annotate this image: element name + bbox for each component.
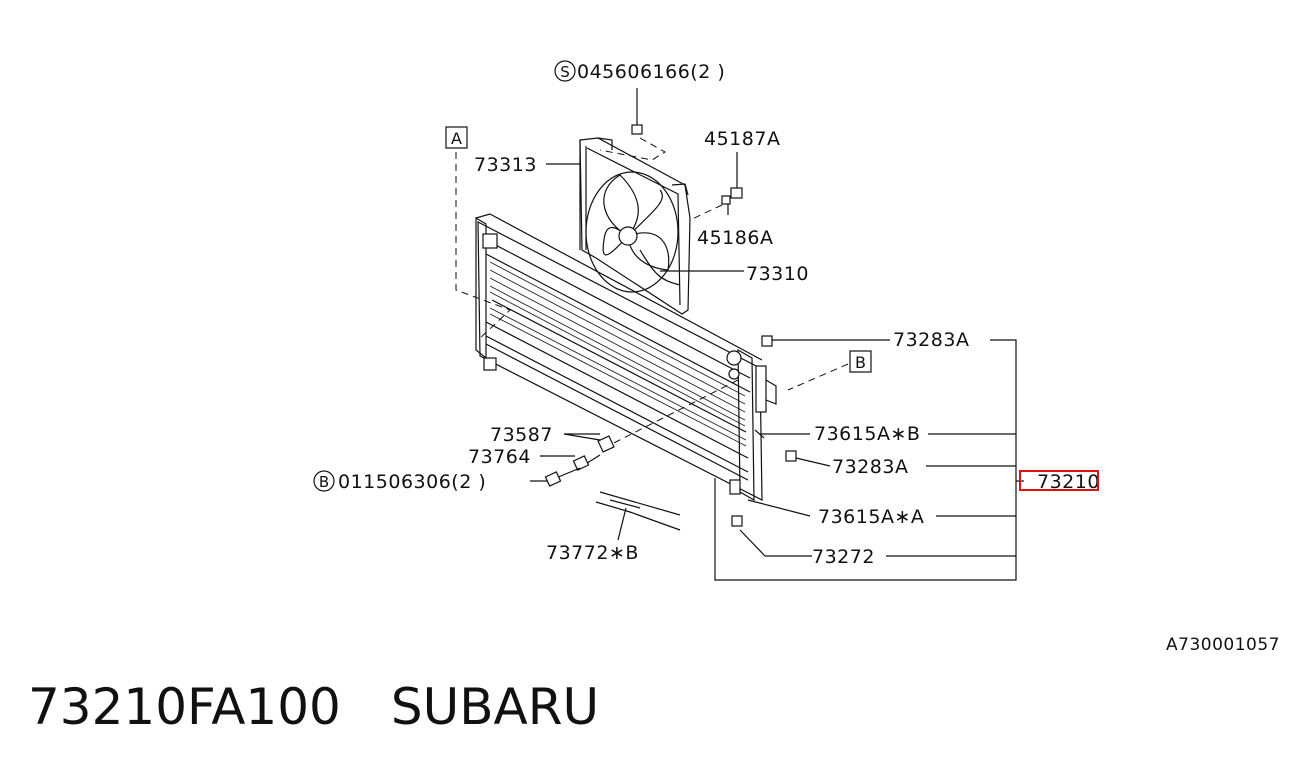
right-hardware-drawing — [731, 335, 890, 557]
label-bracket-b[interactable]: 73615A∗B — [814, 423, 920, 445]
label-bolt-b-left[interactable]: 011506306(2 ) — [338, 471, 486, 493]
callout-a-box — [445, 126, 468, 149]
label-bracket-a[interactable]: 73615A∗A — [818, 506, 924, 528]
symbol-b-label: B — [319, 473, 329, 491]
assembly-bracket — [714, 339, 1024, 581]
label-nut-top[interactable]: 45187A — [704, 128, 780, 150]
symbol-s-label: S — [560, 63, 570, 81]
label-bolt-mid-right[interactable]: 73283A — [832, 456, 908, 478]
label-bolt-upper-right[interactable]: 73283A — [893, 329, 969, 351]
fan-shroud-drawing — [579, 137, 691, 315]
top-bolt-drawing — [599, 88, 666, 161]
diagram-code: A730001057 — [1166, 635, 1280, 655]
caption-brand: SUBARU — [390, 678, 600, 736]
label-stud-left[interactable]: 73764 — [468, 446, 531, 468]
condenser-drawing — [475, 213, 777, 502]
callout-a-label: A — [451, 129, 462, 148]
label-condenser-assy[interactable]: 73210 — [1037, 471, 1100, 493]
label-clip-top[interactable]: 45186A — [697, 227, 773, 249]
callout-a-leader — [455, 152, 511, 341]
symbol-s-circle — [554, 60, 576, 82]
highlight-box — [1019, 470, 1099, 491]
long-dashed-leader — [599, 379, 739, 451]
left-hardware-drawing — [530, 433, 615, 487]
callout-b-label: B — [855, 353, 866, 372]
label-cushion-bottom[interactable]: 73272 — [812, 546, 875, 568]
callout-b-box — [849, 350, 872, 373]
leader-73587 — [563, 433, 601, 441]
label-hose-bottom[interactable]: 73772∗B — [546, 542, 639, 564]
caption-part-number: 73210FA100 — [28, 678, 341, 736]
symbol-b-circle — [313, 470, 335, 492]
label-gasket-left[interactable]: 73587 — [490, 424, 553, 446]
label-fan-shroud[interactable]: 73313 — [474, 154, 537, 176]
label-fan-motor[interactable]: 73310 — [746, 263, 809, 285]
nut-clip-drawing — [689, 152, 743, 221]
callout-b-leader — [787, 363, 849, 391]
label-bolt-s-top[interactable]: 045606166(2 ) — [577, 61, 725, 83]
hose-drawing — [595, 491, 681, 541]
